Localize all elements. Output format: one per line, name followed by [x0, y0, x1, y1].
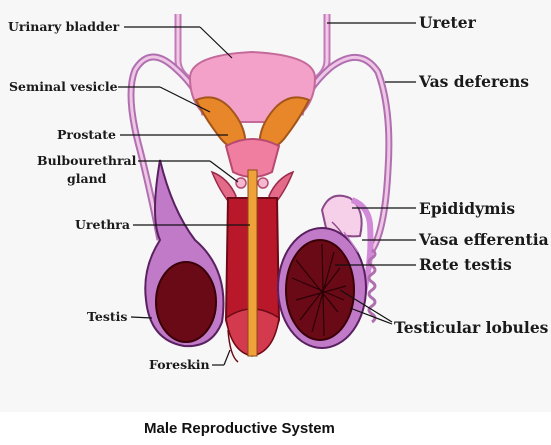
testicular-lobule-lines — [291, 243, 347, 337]
caption-text: Male Reproductive System — [144, 420, 335, 437]
label-ureter: Ureter — [419, 13, 477, 32]
label-vasa-efferentia: Vasa efferentia — [418, 230, 549, 249]
bulbourethral-gland-right — [257, 177, 269, 189]
urethra-tube — [247, 169, 258, 357]
leader-lines-left — [118, 26, 250, 366]
label-foreskin: Foreskin — [149, 357, 210, 372]
vas-deferens-left-inner — [129, 55, 207, 241]
prostate-gland — [224, 138, 281, 178]
label-gland: gland — [67, 171, 107, 186]
label-urinary-bladder: Urinary bladder — [8, 19, 120, 34]
label-seminal-vesicle: Seminal vesicle — [9, 79, 118, 94]
label-prostate: Prostate — [57, 127, 116, 142]
vas-deferens-coil — [367, 248, 377, 324]
rete-testis-lines — [335, 231, 359, 261]
foreskin-fold — [227, 329, 239, 363]
label-rete-testis: Rete testis — [419, 255, 512, 274]
label-bulbourethral: Bulbourethral — [37, 153, 137, 168]
label-vas-deferens: Vas deferens — [418, 72, 529, 91]
leader-lines-right — [327, 22, 416, 325]
testis-left — [155, 261, 217, 343]
bulbourethral-gland-left — [235, 177, 247, 189]
label-urethra: Urethra — [75, 217, 130, 232]
label-epididymis: Epididymis — [419, 199, 515, 218]
label-testicular-lobules: Testicular lobules — [394, 318, 549, 337]
label-testis: Testis — [87, 309, 127, 324]
